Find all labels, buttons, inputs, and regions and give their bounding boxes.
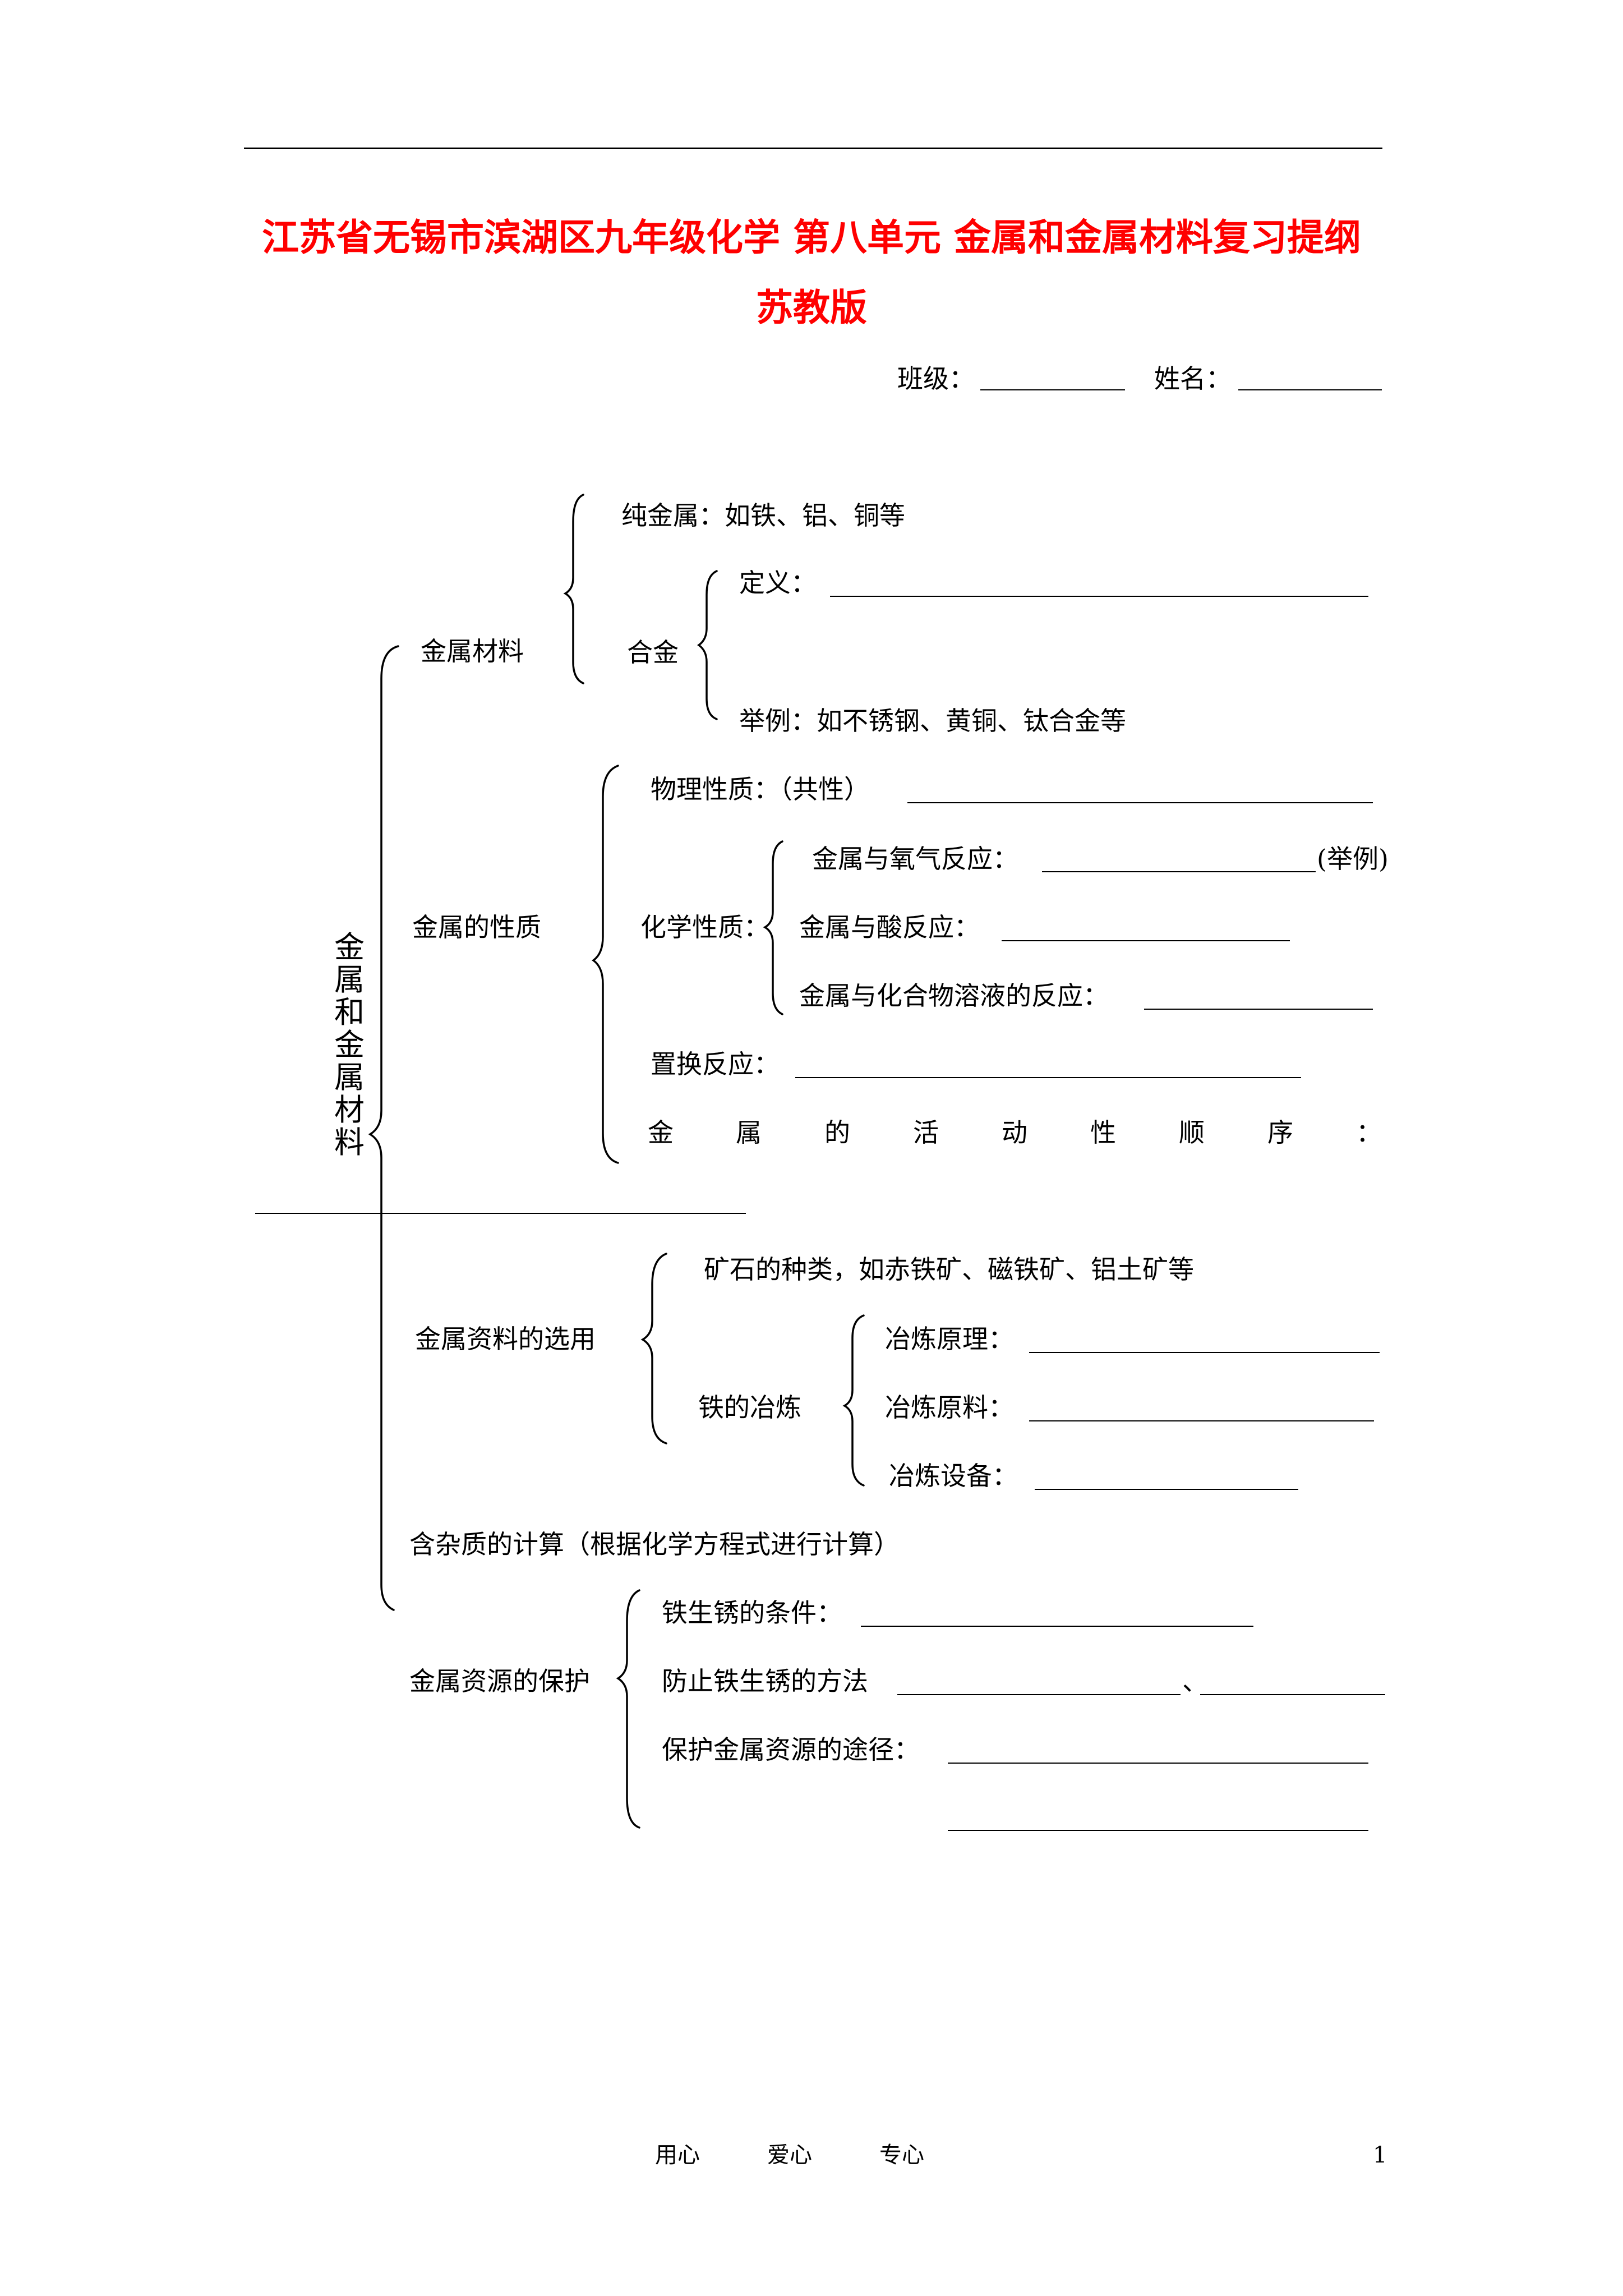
chemical-brace [763, 840, 783, 1015]
displacement-label: 置换反应： [651, 1049, 780, 1079]
smelting-principle-field[interactable] [1029, 1352, 1380, 1353]
alloy-definition-label: 定义： [739, 568, 817, 598]
alloy-brace [697, 570, 718, 720]
protection-ways-label: 保护金属资源的途径： [662, 1734, 920, 1765]
metal-acid-field[interactable] [1002, 940, 1290, 941]
rust-prevention-field-1[interactable] [897, 1694, 1181, 1695]
iron-brace [842, 1314, 865, 1487]
smelting-equipment-label: 冶炼设备： [889, 1461, 1018, 1491]
smelting-principle-label: 冶炼原理： [885, 1324, 1014, 1354]
name-label: 姓名： [1154, 364, 1232, 394]
document-title: 江苏省无锡市滨湖区九年级化学 第八单元 金属和金属材料复习提纲 [262, 215, 1361, 259]
smelting-equipment-field[interactable] [1035, 1489, 1298, 1490]
root-brace [368, 645, 399, 1611]
top-rule [244, 148, 1382, 149]
document-subtitle: 苏教版 [756, 286, 867, 329]
alloy-example-text: 举例：如不锈钢、黄铜、钛合金等 [739, 706, 1126, 736]
metal-oxygen-label: 金属与氧气反应： [812, 844, 1018, 874]
footer-motto-3: 专心 [879, 2142, 924, 2168]
displacement-field[interactable] [795, 1077, 1301, 1078]
metal-oxygen-note: (举例) [1317, 844, 1389, 874]
class-field[interactable] [980, 389, 1125, 390]
root-label: 金属和金属材料 [334, 930, 365, 1160]
footer-motto-2: 爱心 [767, 2142, 812, 2168]
page-number: 1 [1373, 2142, 1387, 2168]
properties-label: 金属的性质 [412, 912, 541, 942]
properties-brace [591, 765, 619, 1164]
protection-brace [616, 1589, 640, 1829]
rust-conditions-label: 铁生锈的条件： [662, 1598, 842, 1628]
name-field[interactable] [1238, 389, 1382, 390]
rust-prevention-field-2[interactable] [1200, 1694, 1385, 1695]
iron-smelting-label: 铁的冶炼 [698, 1392, 801, 1423]
pure-metal-text: 纯金属：如铁、铝、铜等 [621, 500, 905, 531]
materials-label: 金属材料 [421, 636, 524, 666]
metal-acid-label: 金属与酸反应： [799, 912, 980, 942]
chemical-property-label: 化学性质： [640, 912, 769, 942]
class-label: 班级： [897, 364, 975, 394]
impurity-calculation-text: 含杂质的计算（根据化学方程式进行计算） [409, 1529, 900, 1559]
rust-prevention-separator: 、 [1182, 1666, 1208, 1696]
materials-brace [563, 494, 584, 684]
smelting-raw-label: 冶炼原料： [885, 1392, 1014, 1423]
footer-motto-1: 用心 [655, 2142, 700, 2168]
resources-brace [640, 1253, 667, 1444]
metal-oxygen-field[interactable] [1042, 871, 1316, 872]
physical-property-field[interactable] [907, 802, 1373, 803]
alloy-label: 合金 [627, 637, 679, 668]
metal-solution-field[interactable] [1144, 1009, 1373, 1010]
physical-property-label: 物理性质：（共性） [651, 774, 870, 804]
ore-types-text: 矿石的种类，如赤铁矿、磁铁矿、铝土矿等 [704, 1254, 1194, 1285]
alloy-definition-field[interactable] [830, 596, 1368, 597]
resources-label: 金属资料的选用 [415, 1324, 596, 1354]
smelting-raw-field[interactable] [1029, 1420, 1374, 1421]
rust-conditions-field[interactable] [861, 1626, 1253, 1627]
protection-ways-field-1[interactable] [948, 1763, 1368, 1764]
metal-solution-label: 金属与化合物溶液的反应： [799, 981, 1109, 1011]
rust-prevention-label: 防止铁生锈的方法 [662, 1666, 868, 1696]
activity-order-field[interactable] [255, 1213, 746, 1214]
protection-label: 金属资源的保护 [409, 1666, 590, 1696]
protection-ways-field-2[interactable] [948, 1830, 1368, 1831]
